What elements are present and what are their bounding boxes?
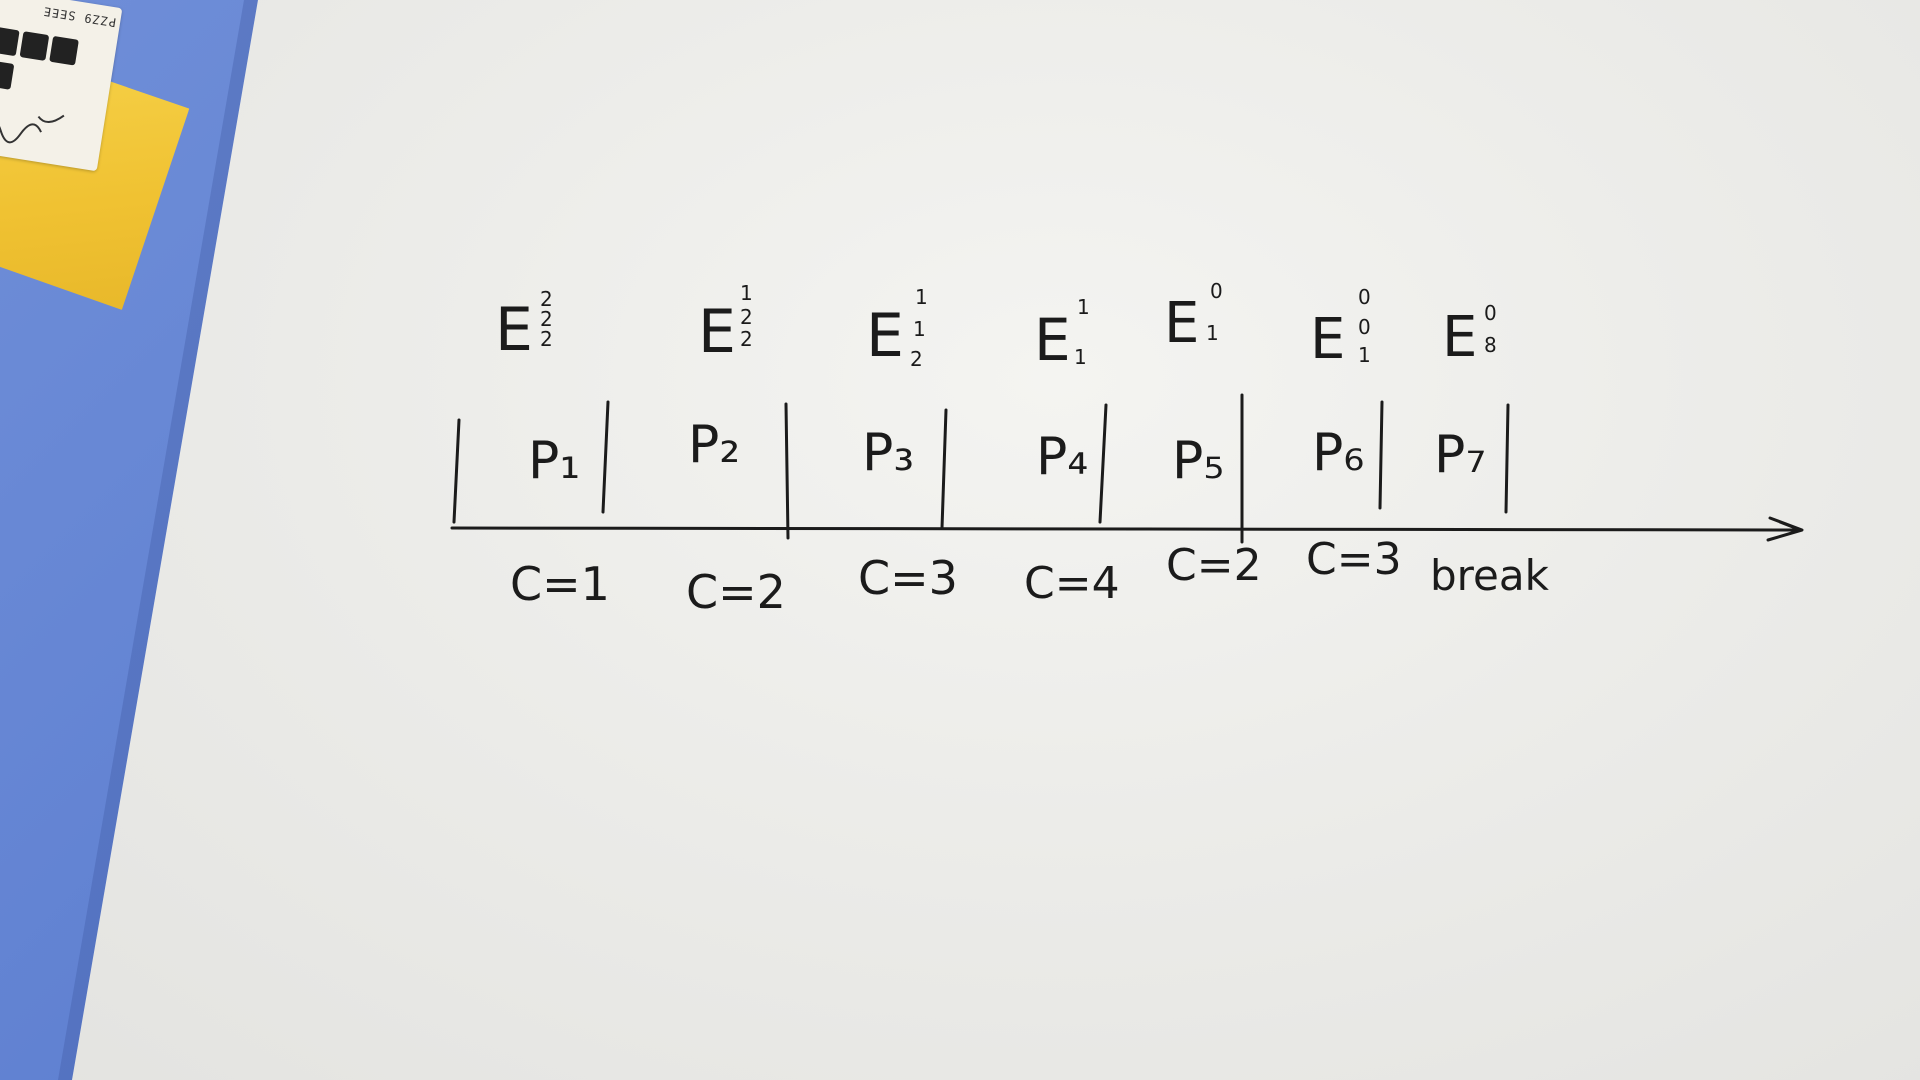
count: 1	[1358, 343, 1371, 367]
process-label: P₄	[1036, 427, 1088, 487]
timeline-axis	[450, 526, 1802, 532]
counter-label: C=1	[510, 557, 610, 611]
count: 0	[1358, 315, 1371, 339]
count: 8	[1484, 333, 1497, 357]
row-letter: E	[1034, 306, 1071, 374]
count: 2	[910, 347, 923, 371]
count: 0	[1484, 301, 1497, 325]
count: 0	[1210, 279, 1223, 303]
axis-arrow-icon	[1766, 516, 1804, 542]
count: 1	[740, 281, 753, 305]
row-letter: E	[1310, 307, 1345, 372]
row-letter: E	[866, 301, 904, 371]
count: 2	[540, 327, 553, 351]
count: 1	[913, 317, 926, 341]
counter-label: C=4	[1024, 558, 1120, 609]
count: 0	[1358, 285, 1371, 309]
printed-label-sticker: PZZ9 SEEE	[0, 0, 123, 172]
label-scribble-icon	[0, 114, 65, 144]
count: 2	[540, 307, 553, 331]
count: 2	[740, 327, 753, 351]
count: 1	[1206, 321, 1219, 345]
segment-6: E 0 0 1 P₆ C=3	[1306, 285, 1402, 585]
process-label: P₁	[528, 431, 580, 491]
counter-label: C=3	[1306, 534, 1402, 585]
counter-label: C=3	[858, 551, 958, 605]
row-letter: E	[495, 295, 533, 365]
counter-label: break	[1430, 551, 1550, 600]
row-letter: E	[698, 297, 736, 367]
count: 2	[740, 305, 753, 329]
process-label: P₅	[1172, 431, 1224, 491]
count: 1	[915, 285, 928, 309]
segment-3: E 1 1 2 P₃ C=3	[858, 285, 958, 605]
segment-dividers	[452, 393, 1510, 544]
row-letter: E	[1164, 291, 1199, 356]
segment-1: E 2 2 2 P₁ C=1	[495, 287, 610, 611]
count: 2	[540, 287, 553, 311]
process-label: P₂	[688, 415, 740, 475]
segment-2: E 1 2 2 P₂ C=2	[686, 281, 786, 619]
segment-4: E 1 1 P₄ C=4	[1024, 295, 1120, 609]
row-letter: E	[1442, 305, 1477, 370]
process-label: P₃	[862, 423, 914, 483]
count: 1	[1077, 295, 1090, 319]
count: 1	[1074, 345, 1087, 369]
counter-label: C=2	[686, 565, 786, 619]
segment-7: E 0 8 P₇ break	[1430, 301, 1550, 600]
segment-5: E 0 1 P₅ C=2	[1164, 279, 1262, 591]
process-label: P₇	[1434, 425, 1486, 485]
process-label: P₆	[1312, 423, 1364, 483]
counter-label: C=2	[1166, 540, 1262, 591]
